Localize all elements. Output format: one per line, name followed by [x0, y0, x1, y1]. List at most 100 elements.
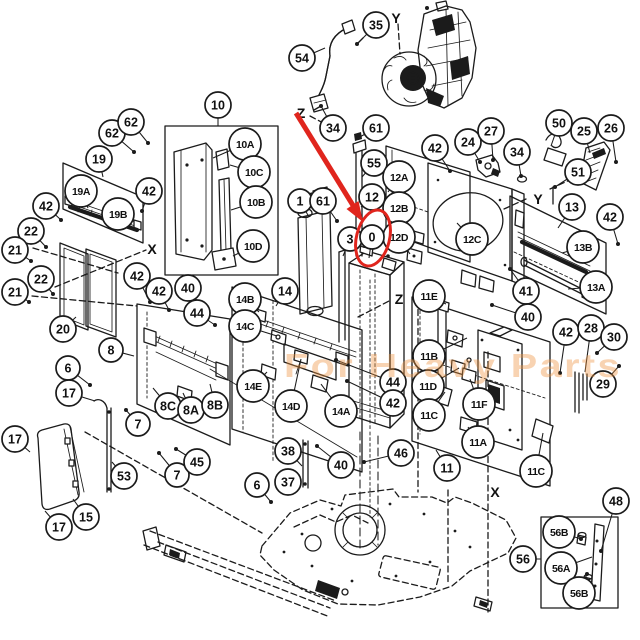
- svg-text:14B: 14B: [236, 294, 255, 306]
- callout-56: 56: [509, 545, 537, 573]
- callout-20: 20: [49, 315, 77, 343]
- callout-8A: 8A: [177, 396, 205, 424]
- fastener-dot: [356, 136, 360, 140]
- callout-48: 48: [602, 487, 630, 515]
- svg-text:3: 3: [347, 233, 354, 247]
- callout-14E: 14E: [236, 369, 270, 403]
- svg-text:34: 34: [326, 122, 340, 136]
- callout-34: 34: [503, 138, 531, 166]
- svg-text:50: 50: [552, 117, 566, 131]
- svg-text:54: 54: [295, 52, 309, 66]
- callout-6: 6: [55, 355, 81, 381]
- svg-text:11A: 11A: [469, 437, 487, 449]
- svg-text:56A: 56A: [552, 563, 571, 575]
- callout-13B: 13B: [566, 230, 600, 264]
- callout-8B: 8B: [201, 391, 229, 419]
- svg-text:42: 42: [559, 326, 573, 340]
- svg-text:42: 42: [39, 200, 53, 214]
- arrow-shaft: [293, 111, 357, 209]
- svg-text:17: 17: [62, 387, 76, 401]
- callout-61: 61: [362, 114, 390, 142]
- callout-22: 22: [17, 217, 45, 245]
- fastener-dot: [362, 460, 366, 464]
- callout-22: 22: [27, 265, 55, 293]
- svg-text:8A: 8A: [183, 404, 199, 418]
- fastener-dot: [558, 371, 562, 375]
- axis-label-z: Z: [297, 105, 306, 121]
- callout-19A: 19A: [64, 174, 98, 208]
- svg-text:8B: 8B: [207, 399, 223, 413]
- callout-55: 55: [360, 149, 388, 177]
- callout-56B: 56B: [542, 515, 576, 549]
- svg-text:42: 42: [142, 185, 156, 199]
- svg-text:7: 7: [174, 469, 181, 483]
- svg-text:14: 14: [278, 285, 292, 299]
- fan-icon: [381, 51, 437, 107]
- callout-56A: 56A: [544, 551, 578, 585]
- hose-illustration: [309, 19, 364, 113]
- callout-42: 42: [552, 318, 580, 346]
- svg-text:14A: 14A: [332, 406, 351, 418]
- callout-17: 17: [45, 513, 73, 541]
- svg-text:11D: 11D: [419, 381, 437, 393]
- svg-text:62: 62: [105, 127, 119, 141]
- svg-text:10B: 10B: [247, 197, 266, 209]
- fastener-dot: [29, 259, 33, 263]
- svg-text:45: 45: [190, 456, 204, 470]
- svg-text:21: 21: [8, 286, 22, 300]
- fastener-dot: [335, 219, 339, 223]
- callout-42: 42: [421, 134, 449, 162]
- callout-12: 12: [358, 183, 386, 211]
- fastener-dot: [508, 267, 512, 271]
- svg-text:20: 20: [56, 323, 70, 337]
- svg-text:12C: 12C: [463, 234, 482, 246]
- svg-text:40: 40: [181, 282, 195, 296]
- svg-text:17: 17: [52, 521, 66, 535]
- callout-8C: 8C: [154, 392, 182, 420]
- callout-37: 37: [274, 468, 302, 496]
- callout-40: 40: [327, 451, 355, 479]
- door-15-17-group: [36, 399, 112, 511]
- svg-text:62: 62: [124, 116, 138, 130]
- svg-text:19: 19: [92, 153, 106, 167]
- callout-10B: 10B: [239, 185, 273, 219]
- callout-29: 29: [589, 370, 617, 398]
- callout-62: 62: [117, 108, 145, 136]
- panel-20-group: [59, 242, 117, 338]
- axis-label-y: Y: [533, 191, 543, 207]
- svg-text:6: 6: [65, 362, 72, 376]
- callout-35: 35: [362, 11, 390, 39]
- svg-text:13: 13: [565, 201, 579, 215]
- svg-text:44: 44: [386, 376, 400, 390]
- svg-text:26: 26: [604, 122, 618, 136]
- chassis-illustration: [142, 488, 517, 618]
- svg-text:40: 40: [334, 459, 348, 473]
- svg-text:12B: 12B: [390, 203, 409, 215]
- arrow-head-icon: [346, 201, 363, 222]
- svg-text:42: 42: [603, 211, 617, 225]
- callout-50: 50: [545, 109, 573, 137]
- svg-text:11C: 11C: [420, 410, 438, 422]
- fastener-dot: [213, 323, 217, 327]
- callout-11E: 11E: [412, 279, 446, 313]
- callout-11C: 11C: [412, 398, 446, 432]
- svg-text:12D: 12D: [390, 232, 409, 244]
- callout-19B: 19B: [101, 197, 135, 231]
- callout-10D: 10D: [236, 229, 270, 263]
- axis-label-x: X: [490, 484, 500, 500]
- svg-text:11F: 11F: [471, 399, 488, 411]
- callout-7: 7: [164, 462, 190, 488]
- callout-10: 10: [204, 91, 232, 119]
- fastener-dot: [599, 549, 603, 553]
- callout-0: 0: [354, 208, 392, 268]
- callout-14: 14: [271, 277, 299, 305]
- fastener-dot: [167, 308, 171, 312]
- callout-14C: 14C: [228, 309, 262, 343]
- watermark: For Heavy Parts: [284, 347, 622, 384]
- svg-text:8: 8: [108, 344, 115, 358]
- callout-15: 15: [72, 503, 100, 531]
- fastener-dot: [490, 303, 494, 307]
- callout-11F: 11F: [462, 387, 496, 421]
- svg-text:14D: 14D: [282, 401, 301, 413]
- svg-text:8C: 8C: [160, 400, 176, 414]
